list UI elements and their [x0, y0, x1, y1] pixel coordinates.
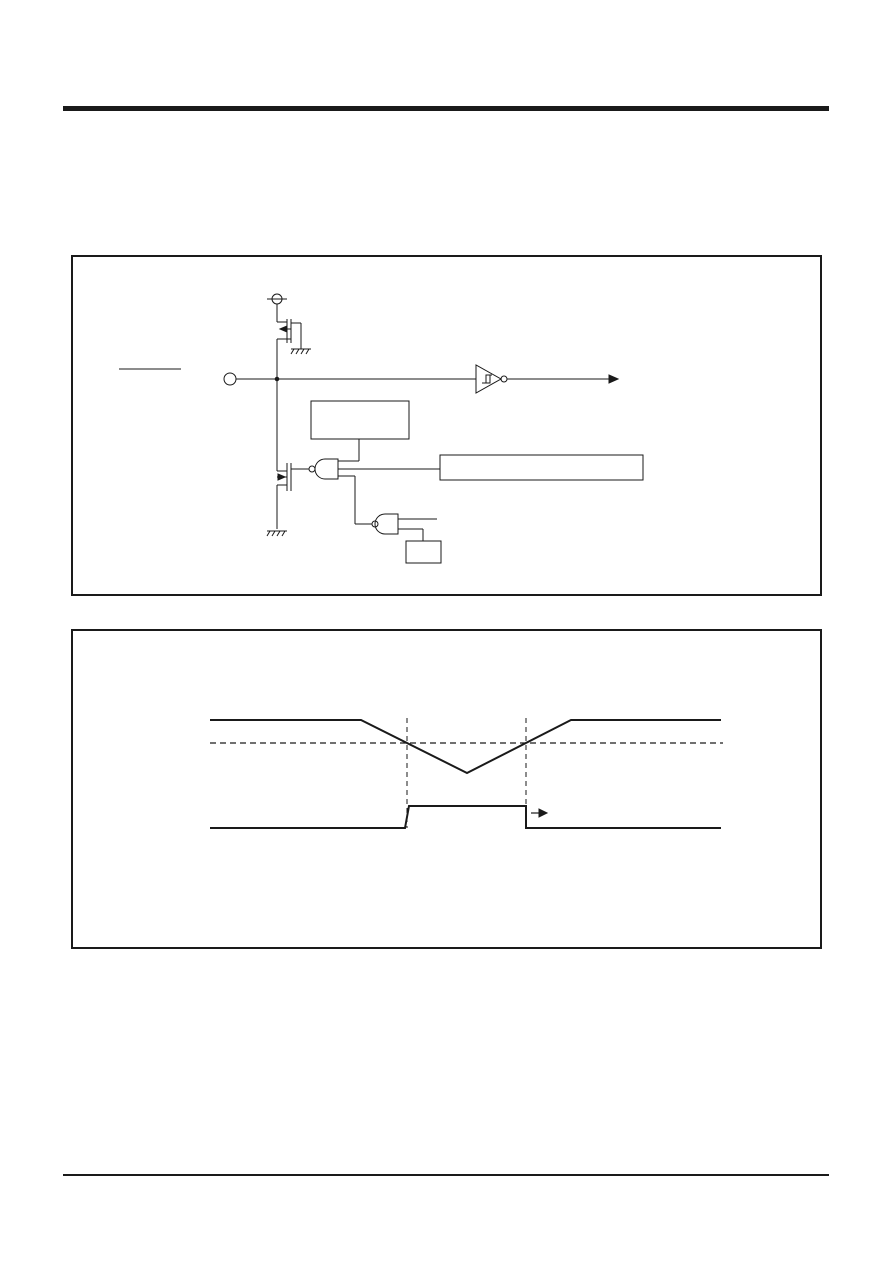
- bottom-rule: [63, 1174, 829, 1176]
- control-block-right: [440, 455, 643, 480]
- pullup-transistor-icon: [277, 313, 301, 379]
- analog-signal-trace: [210, 720, 721, 773]
- pulldown-transistor-icon: [277, 463, 309, 529]
- schmitt-buffer-icon: [476, 365, 618, 393]
- timing-diagram: [73, 631, 824, 951]
- control-block-upper: [311, 401, 409, 439]
- control-block-small: [406, 541, 441, 563]
- circuit-diagram-panel: [71, 255, 822, 596]
- ground-icon: [267, 531, 287, 536]
- input-pad-icon: [224, 373, 236, 385]
- timing-diagram-panel: [71, 629, 822, 949]
- arrow-right-icon: [539, 809, 547, 817]
- vdd-supply-icon: [267, 294, 287, 313]
- circuit-diagram: [73, 257, 824, 598]
- digital-pulse-trace: [210, 806, 721, 828]
- nand-gate-secondary-icon: [372, 514, 437, 541]
- ground-icon: [291, 347, 311, 354]
- nand-gate-main-icon: [309, 459, 440, 479]
- top-rule: [63, 106, 829, 111]
